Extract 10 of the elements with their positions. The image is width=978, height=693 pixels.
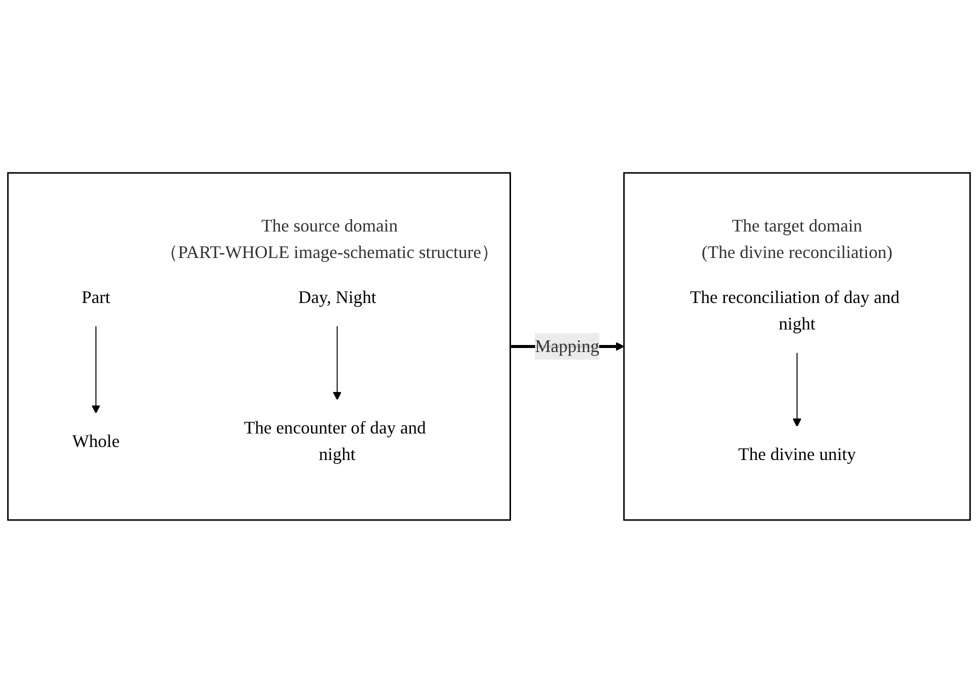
arrow [792, 352, 802, 427]
node-text: Part [82, 287, 110, 307]
arrow [332, 325, 342, 400]
node-text: Whole [72, 431, 120, 451]
node-text: Day, Night [298, 287, 376, 307]
node-text: The encounter of day and night [244, 418, 426, 464]
edge-label: Mapping [534, 336, 600, 356]
arrow [92, 325, 100, 414]
node-text: The divine unity [738, 444, 856, 464]
node-text: The reconciliation of day and night [690, 287, 900, 334]
